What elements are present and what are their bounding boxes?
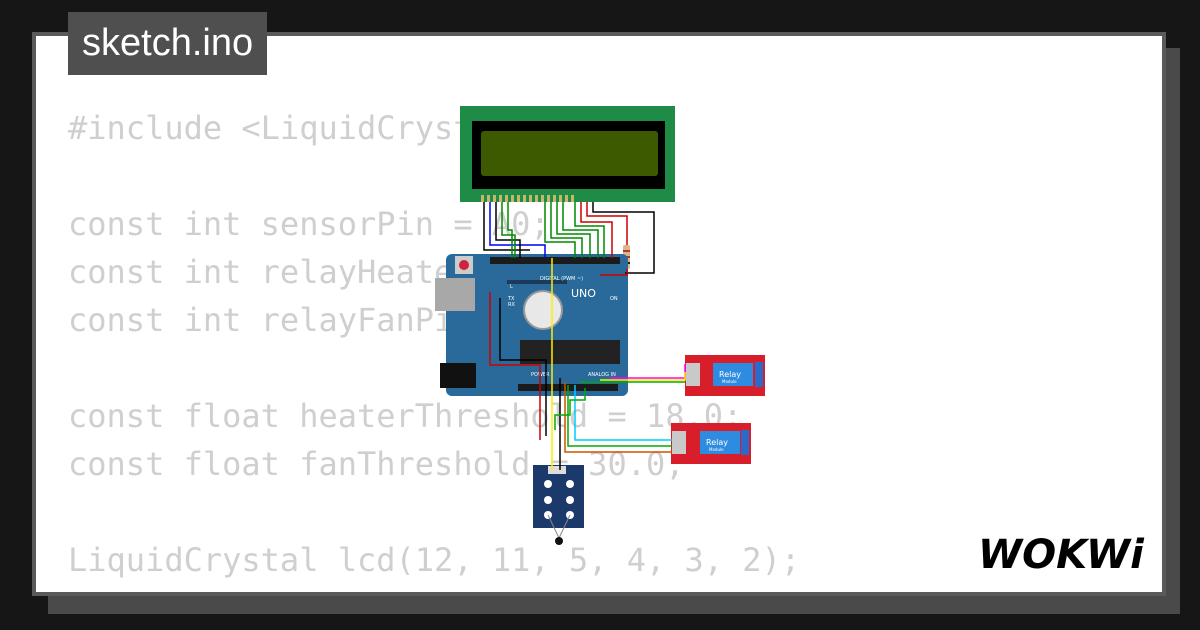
- relay1-sublabel: Module: [722, 379, 737, 384]
- relay1-label: Relay: [719, 370, 741, 379]
- wokwi-logo-text: WOKWi: [978, 532, 1145, 578]
- relay2-label: Relay: [706, 438, 728, 447]
- wokwi-logo: WOKWi: [978, 532, 1145, 578]
- relay-module-heater[interactable]: Relay Module: [685, 355, 765, 396]
- file-tab[interactable]: sketch.ino: [68, 12, 268, 75]
- l-label: L: [510, 284, 513, 290]
- relay2-sublabel: Module: [709, 447, 724, 452]
- relay-module-fan[interactable]: Relay Module: [671, 423, 751, 464]
- on-label: ON: [610, 296, 618, 302]
- rx-label: RX: [508, 302, 515, 308]
- temperature-sensor[interactable]: [533, 465, 584, 545]
- analog-label: ANALOG IN: [588, 372, 616, 378]
- digital-label: DIGITAL (PWM ~): [540, 276, 583, 282]
- uno-label: UNO: [571, 287, 596, 300]
- code-line-8: const float fanThreshold = 30.0;: [68, 445, 685, 483]
- wires: [483, 202, 686, 470]
- tx-label: TX: [507, 296, 515, 302]
- arduino-uno[interactable]: UNO DIGITAL (PWM ~) POWER ANALOG IN ON T…: [435, 254, 628, 396]
- lcd-display[interactable]: [460, 106, 675, 202]
- code-line-10: LiquidCrystal lcd(12, 11, 5, 4, 3, 2);: [68, 541, 801, 579]
